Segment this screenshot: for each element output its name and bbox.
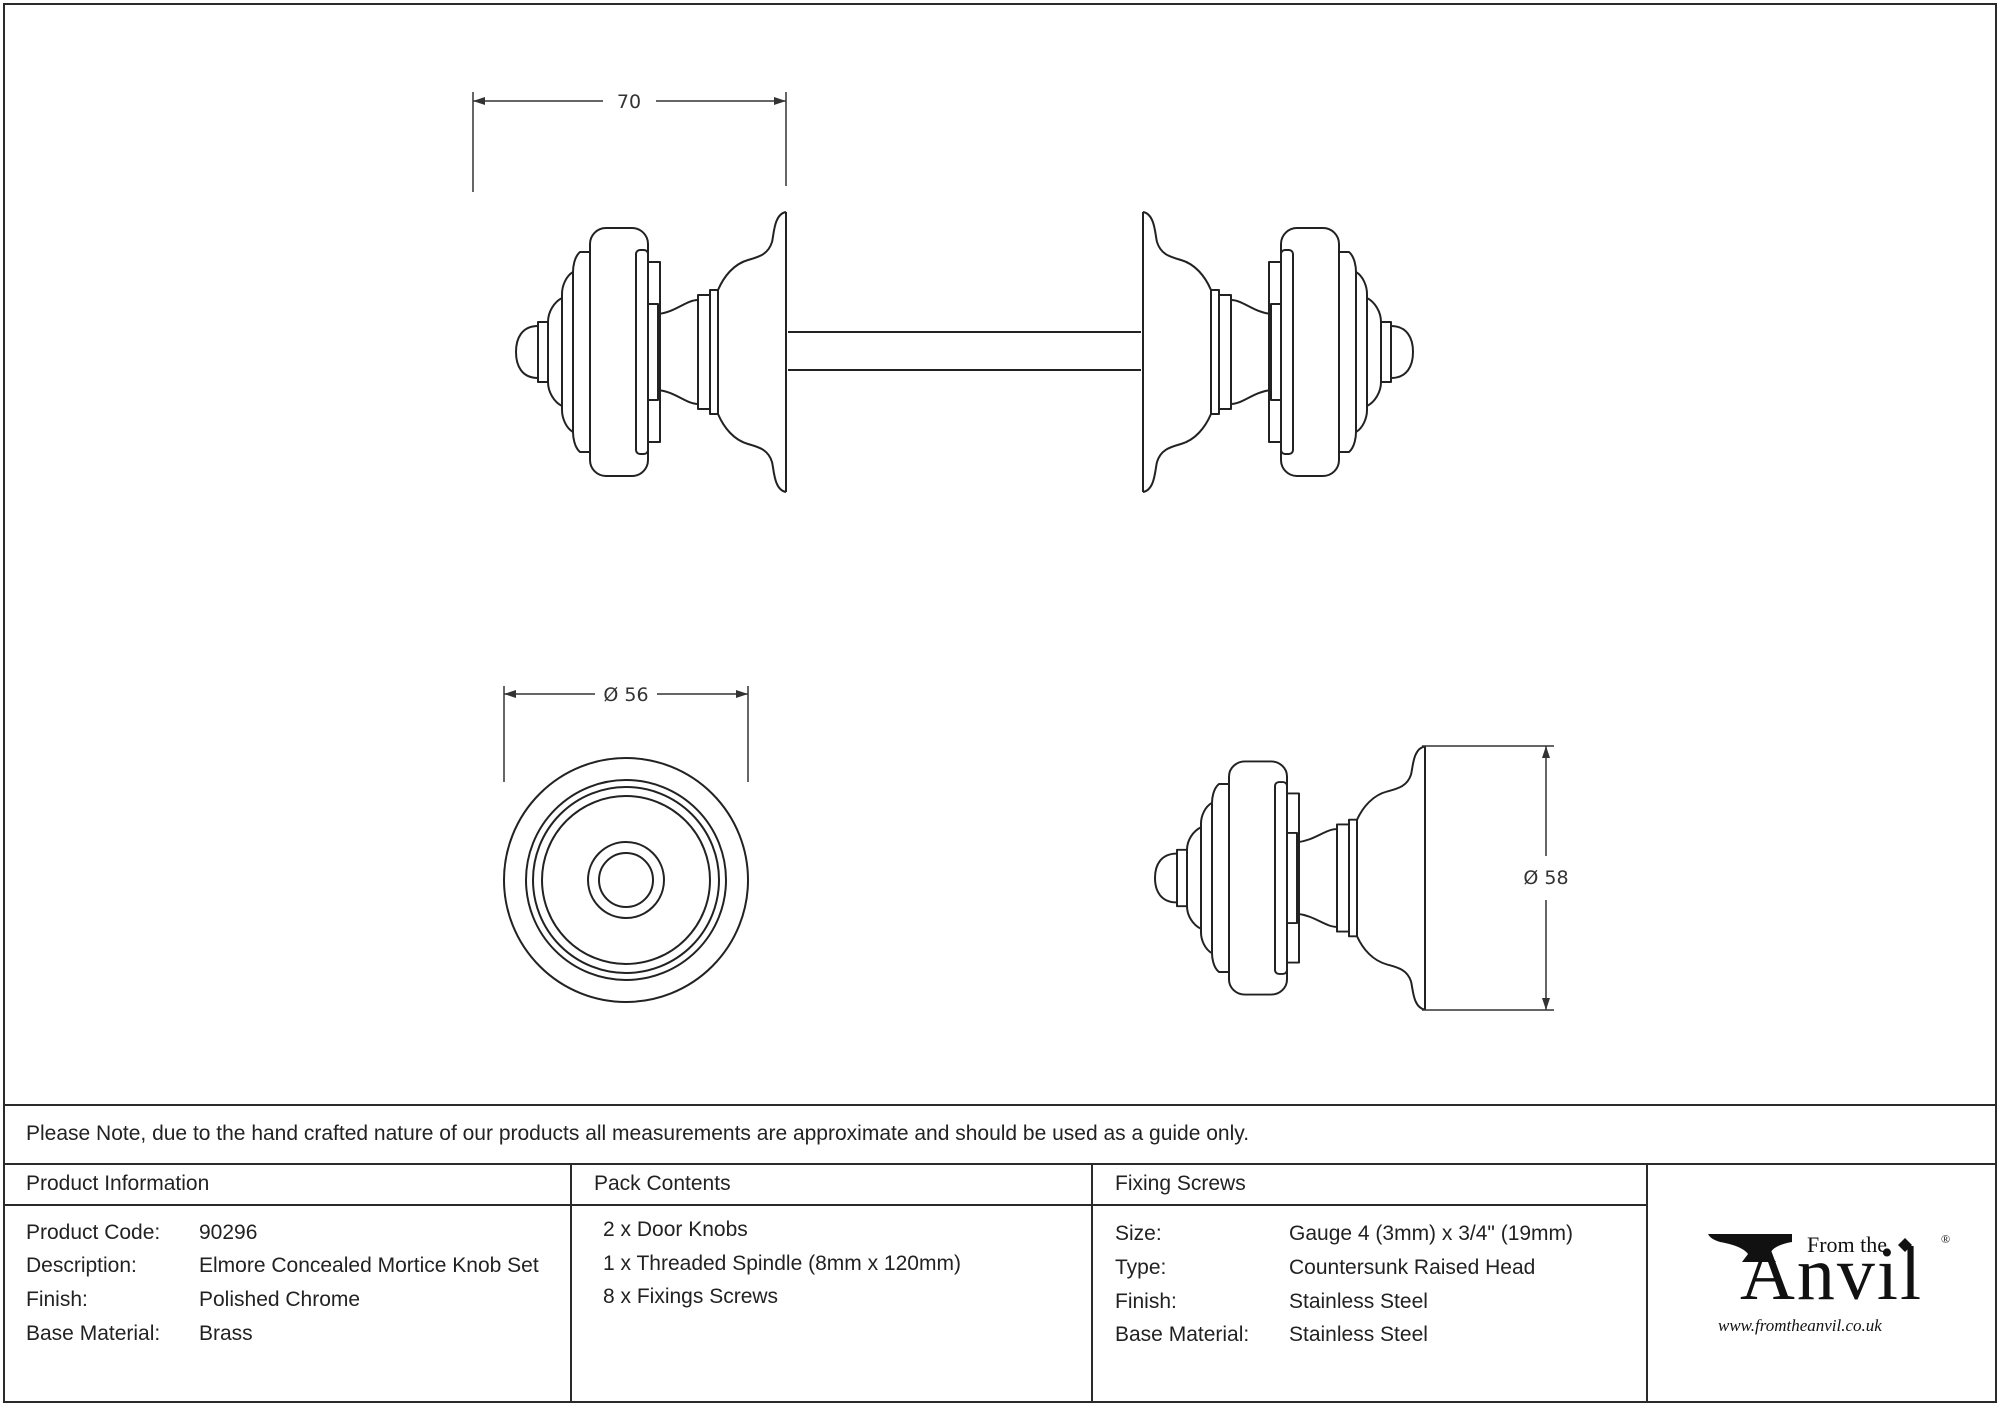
divider-col-2 — [1091, 1163, 1093, 1403]
product-info-value: 90296 — [199, 1221, 258, 1244]
measurement-note: Please Note, due to the hand crafted nat… — [26, 1122, 1250, 1145]
logo-url: www.fromtheanvil.co.uk — [1718, 1316, 1882, 1335]
screw-value: Stainless Steel — [1289, 1323, 1428, 1346]
technical-drawing: 70 Ø 56 Ø 58 — [472, 91, 1569, 1011]
fixing-screws-heading: Fixing Screws — [1115, 1172, 1246, 1195]
screw-label: Type: — [1115, 1256, 1167, 1279]
logo-from-the: From the — [1807, 1232, 1888, 1257]
product-information-heading: Product Information — [26, 1172, 210, 1195]
anvil-icon — [1708, 1234, 1792, 1262]
pack-item: 1 x Threaded Spindle (8mm x 120mm) — [603, 1252, 961, 1275]
dimension-rose-diameter — [503, 686, 749, 782]
dimension-length — [472, 92, 787, 192]
logo-registered: ® — [1941, 1232, 1951, 1246]
product-info-value: Polished Chrome — [199, 1288, 361, 1311]
divider-headings — [3, 1204, 1648, 1206]
divider-col-3 — [1646, 1163, 1648, 1403]
divider-col-1 — [570, 1163, 572, 1403]
product-info-value: Elmore Concealed Mortice Knob Set — [199, 1254, 539, 1277]
dimension-length-label: 70 — [617, 91, 641, 113]
pack-item: 8 x Fixings Screws — [603, 1285, 779, 1308]
dimension-knob-diameter — [1422, 745, 1554, 1011]
dimension-knob-diameter-label: Ø 58 — [1523, 867, 1568, 889]
diamond-icon — [1898, 1238, 1912, 1252]
product-info-value: Brass — [199, 1322, 253, 1345]
dimension-rose-diameter-label: Ø 56 — [603, 684, 648, 706]
drawing-frame — [3, 3, 1997, 1403]
product-info-label: Description: — [26, 1254, 137, 1277]
product-info-label: Product Code: — [26, 1221, 161, 1244]
screw-value: Gauge 4 (3mm) x 3/4" (19mm) — [1289, 1222, 1574, 1245]
pack-contents-heading: Pack Contents — [594, 1172, 731, 1195]
pack-item: 2 x Door Knobs — [603, 1218, 748, 1241]
screw-value: Countersunk Raised Head — [1289, 1256, 1536, 1279]
divider-note-top — [3, 1104, 1997, 1106]
screw-value: Stainless Steel — [1289, 1290, 1428, 1313]
screw-label: Size: — [1115, 1222, 1162, 1245]
screw-label: Base Material: — [1115, 1323, 1250, 1346]
screw-label: Finish: — [1115, 1290, 1177, 1313]
product-info-label: Base Material: — [26, 1322, 161, 1345]
logo-brand: Anvil — [1740, 1232, 1924, 1316]
divider-note-bottom — [3, 1163, 1997, 1165]
product-info-label: Finish: — [26, 1288, 88, 1311]
